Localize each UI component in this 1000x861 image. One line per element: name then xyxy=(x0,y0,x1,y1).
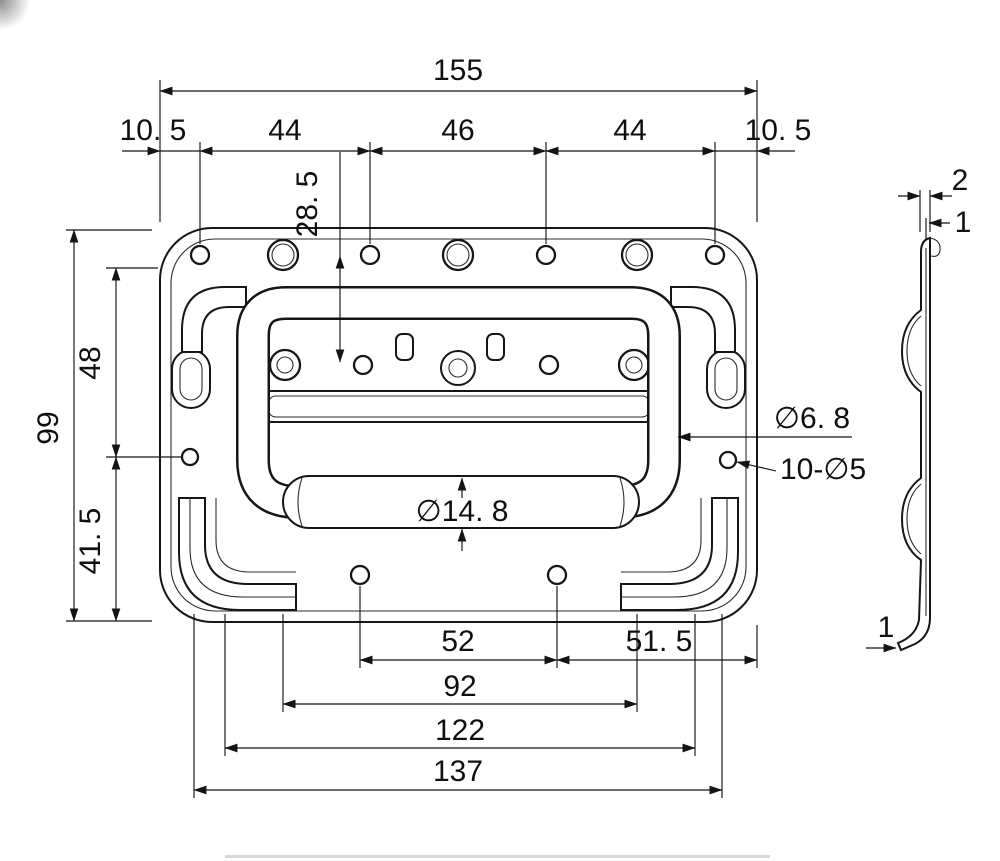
scan-artifact-bottom xyxy=(225,855,770,858)
front-view xyxy=(159,227,758,623)
object-outline xyxy=(352,354,374,376)
contour-line xyxy=(297,477,303,527)
label-pivot-hole-dia: ∅6. 8 xyxy=(774,402,850,435)
dim-hole-row-offset: 28. 5 xyxy=(291,171,324,238)
mid-mount-holes xyxy=(180,447,738,470)
dimension-lines: 155 10. 5 44 46 44 10. 5 28. 5 xyxy=(32,54,866,798)
side-profile xyxy=(896,236,931,652)
contour-line xyxy=(215,498,296,573)
handle-wire xyxy=(236,286,681,519)
center-rivet xyxy=(440,350,476,386)
contour-line xyxy=(714,357,738,401)
object-outline xyxy=(180,447,200,467)
scan-artifact-corner xyxy=(0,0,30,30)
object-outline xyxy=(620,497,739,611)
path-shape xyxy=(238,288,679,517)
contour-line xyxy=(621,498,728,598)
corner-brackets xyxy=(181,286,736,353)
dim-span-122: 122 xyxy=(435,714,485,747)
dim-seg-left-margin: 10. 5 xyxy=(120,114,187,147)
spring-housings xyxy=(178,497,739,611)
contour-line xyxy=(906,483,922,555)
object-outline xyxy=(718,450,738,470)
object-outline xyxy=(359,244,381,266)
dim-seg-46: 46 xyxy=(441,114,474,147)
object-outline xyxy=(670,286,736,353)
contour-line xyxy=(625,356,643,374)
object-outline xyxy=(538,354,560,376)
dim-seg-44-left: 44 xyxy=(268,114,301,147)
spring-tab-left xyxy=(395,333,414,361)
dim-span-51-5: 51. 5 xyxy=(626,625,693,658)
bottom-mount-holes xyxy=(349,564,568,586)
spring-tab-right xyxy=(486,333,505,361)
contour-line xyxy=(276,356,294,374)
side-slots xyxy=(171,349,746,409)
contour-line xyxy=(179,357,203,401)
object-outline xyxy=(171,349,211,409)
dim-side-bottom: 1 xyxy=(878,611,895,644)
dim-side-outer: 2 xyxy=(952,164,969,197)
object-outline xyxy=(189,244,211,266)
object-outline xyxy=(282,475,640,529)
contour-line xyxy=(446,243,470,267)
dim-height-upper: 48 xyxy=(74,346,107,379)
contour-line xyxy=(625,243,649,267)
object-outline xyxy=(349,564,371,586)
object-outline xyxy=(535,244,557,266)
dim-span-137: 137 xyxy=(433,755,483,788)
object-outline xyxy=(441,238,475,272)
contour-line xyxy=(906,315,922,387)
contour-line xyxy=(621,498,702,573)
dim-span-52: 52 xyxy=(441,625,474,658)
dim-overall-width: 155 xyxy=(433,54,483,87)
dim-height-lower: 41. 5 xyxy=(74,508,107,575)
side-view: 2 1 1 xyxy=(866,164,972,653)
object-outline xyxy=(620,238,654,272)
contour-line xyxy=(189,498,296,598)
contour-line xyxy=(619,477,625,527)
dim-seg-44-right: 44 xyxy=(613,114,646,147)
dimension-line xyxy=(736,460,777,472)
object-outline xyxy=(704,244,726,266)
object-outline xyxy=(266,238,300,272)
object-outline xyxy=(178,497,297,611)
label-mounting-holes: 10-∅5 xyxy=(780,453,866,486)
dim-side-inner: 1 xyxy=(955,206,972,239)
side-top-curl xyxy=(929,237,941,257)
top-hole-row xyxy=(189,238,726,272)
dim-span-92: 92 xyxy=(443,670,476,703)
object-outline xyxy=(181,286,247,353)
contour-line xyxy=(448,358,468,378)
handle-recess-strip xyxy=(261,390,657,423)
dim-seg-right-margin: 10. 5 xyxy=(745,114,812,147)
contour-line xyxy=(271,243,295,267)
object-outline xyxy=(706,349,746,409)
label-grip-dia: ∅14. 8 xyxy=(416,495,509,528)
object-outline xyxy=(546,564,568,586)
dim-overall-height: 99 xyxy=(32,411,65,444)
grip-tube xyxy=(282,475,640,529)
